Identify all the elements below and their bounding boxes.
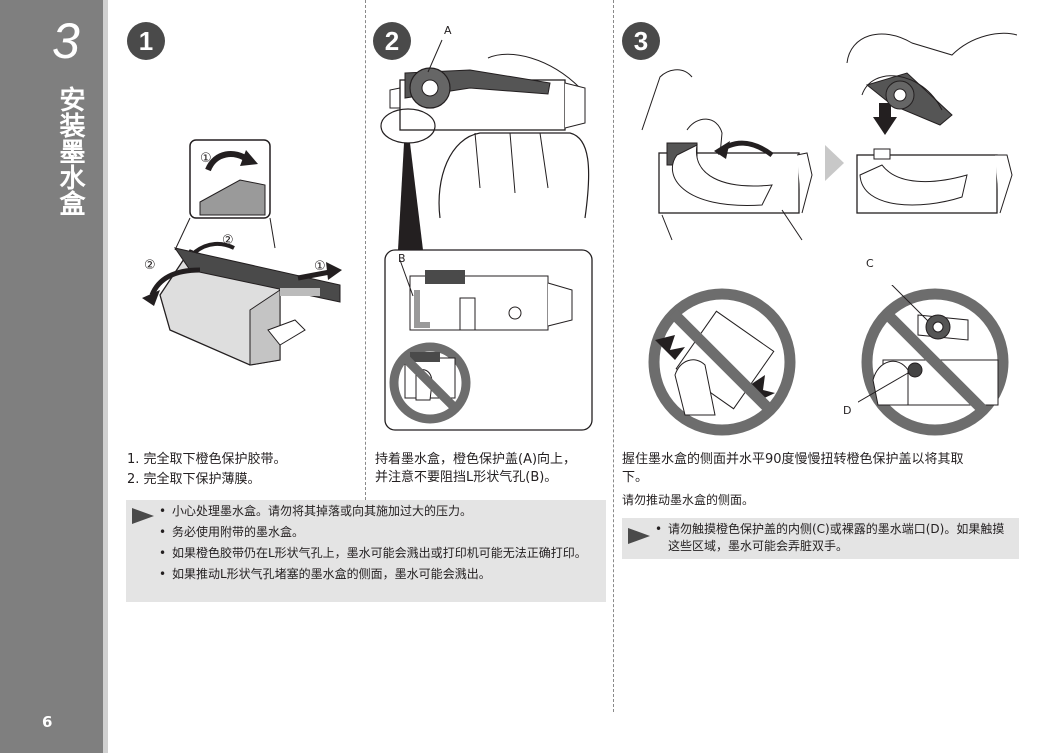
caution-box-right: 请勿触摸橙色保护盖的内侧(C)或裸露的墨水端口(D)。如果触摸这些区域，墨水可能… bbox=[622, 518, 1019, 559]
step-2-text: 持着墨水盒，橙色保护盖(A)向上， 并注意不要阻挡L形状气孔(B)。 bbox=[375, 451, 607, 487]
caution-flag-icon bbox=[132, 508, 154, 524]
illustration-no-push-sides bbox=[648, 288, 796, 436]
caution-item: 小心处理墨水盒。请勿将其掉落或向其施加过大的压力。 bbox=[156, 503, 596, 520]
caution-box-left: 小心处理墨水盒。请勿将其掉落或向其施加过大的压力。 务必使用附带的墨水盒。 如果… bbox=[126, 500, 606, 602]
caution-item: 务必使用附带的墨水盒。 bbox=[156, 524, 596, 541]
column-divider-1 bbox=[365, 0, 366, 500]
step-badge-1: 1 bbox=[127, 22, 165, 60]
column-divider-2 bbox=[613, 0, 614, 712]
illustration-twist-cap bbox=[641, 32, 1017, 241]
callout-b: B bbox=[398, 252, 406, 265]
step-1-line-2: 2. 完全取下保护薄膜。 bbox=[127, 472, 261, 487]
step-3-subnote: 请勿推动墨水盒的侧面。 bbox=[622, 493, 755, 507]
callout-circle-1-right: ① bbox=[314, 259, 326, 274]
page-number: 6 bbox=[42, 713, 53, 731]
step-2-line-2: 并注意不要阻挡L形状气孔(B)。 bbox=[375, 470, 558, 485]
caution-flag-icon bbox=[628, 528, 650, 544]
callout-circle-1-inset: ① bbox=[200, 151, 212, 166]
callout-d: D bbox=[843, 404, 852, 417]
step-1-text: 1. 完全取下橙色保护胶带。 2. 完全取下保护薄膜。 bbox=[127, 451, 357, 489]
step-badge-3: 3 bbox=[622, 22, 660, 60]
illustration-hold-cartridge bbox=[380, 39, 593, 431]
sidebar: 3 安装墨水盒 6 bbox=[0, 0, 108, 753]
callout-c: C bbox=[866, 257, 874, 270]
callout-circle-2-left: ② bbox=[144, 258, 156, 273]
step-3-text: 握住墨水盒的侧面并水平90度慢慢扭转橙色保护盖以将其取 下。 bbox=[622, 451, 1022, 487]
step-3-line-2: 下。 bbox=[622, 470, 649, 485]
illustration-remove-tape bbox=[142, 139, 342, 366]
caution-item: 请勿触摸橙色保护盖的内侧(C)或裸露的墨水端口(D)。如果触摸这些区域，墨水可能… bbox=[652, 521, 1012, 555]
illustration-no-touch-port bbox=[858, 285, 1009, 436]
step-2-line-1: 持着墨水盒，橙色保护盖(A)向上， bbox=[375, 452, 577, 467]
callout-circle-2-top: ② bbox=[222, 233, 234, 248]
caution-item: 如果橙色胶带仍在L形状气孔上，墨水可能会溅出或打印机可能无法正确打印。 bbox=[156, 545, 596, 562]
step-badge-2: 2 bbox=[373, 22, 411, 60]
caution-item: 如果推动L形状气孔堵塞的墨水盒的侧面，墨水可能会溅出。 bbox=[156, 566, 596, 583]
step-3-line-1: 握住墨水盒的侧面并水平90度慢慢扭转橙色保护盖以将其取 bbox=[622, 452, 964, 467]
step-number: 3 bbox=[52, 13, 80, 69]
step-1-line-1: 1. 完全取下橙色保护胶带。 bbox=[127, 452, 287, 467]
callout-a: A bbox=[444, 24, 452, 37]
step-title: 安装墨水盒 bbox=[55, 86, 85, 216]
